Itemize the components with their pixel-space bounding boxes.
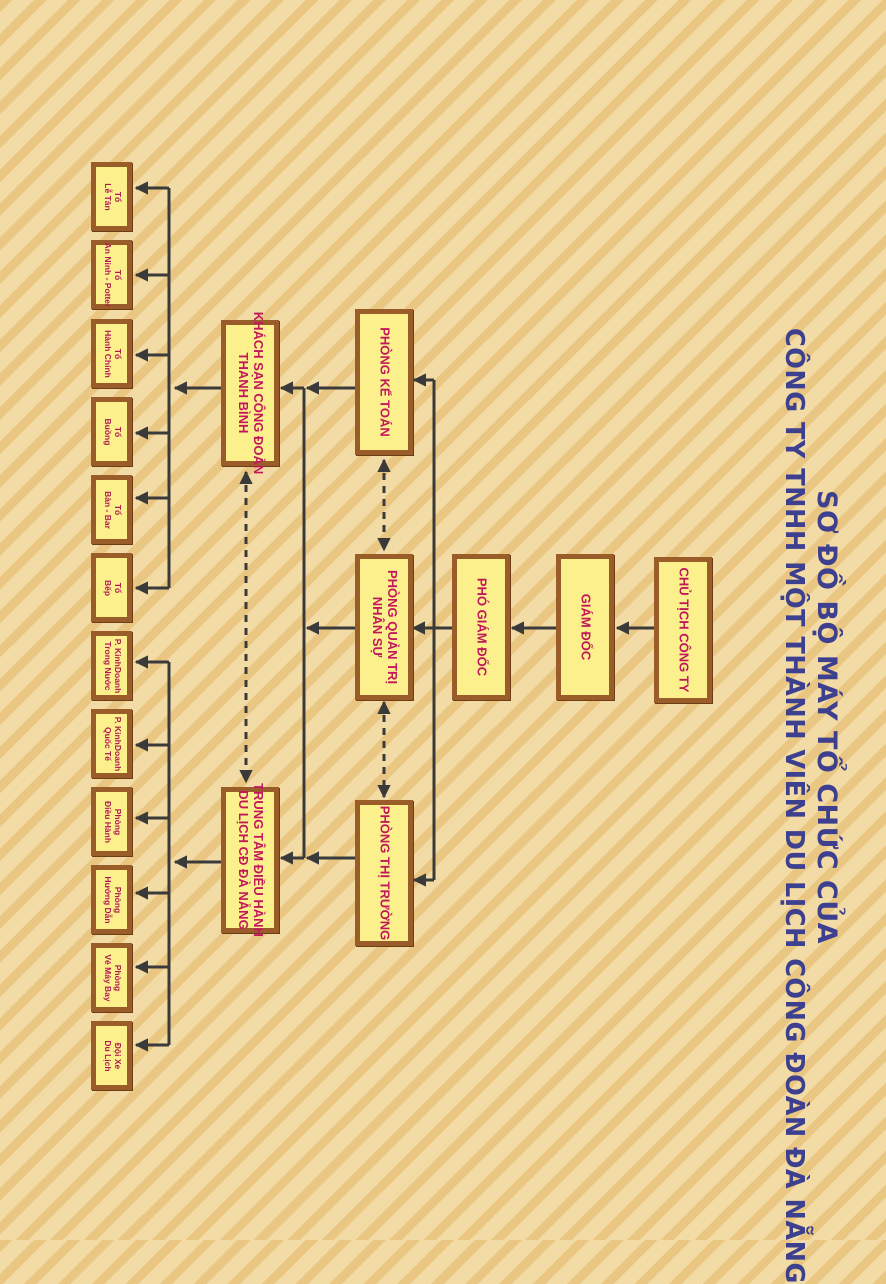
node-giam-doc-label: GIÁM ĐỐC	[578, 593, 594, 661]
node-to-bep-label: Tổ Bếp	[102, 579, 123, 596]
node-to-buong: Tổ Buồng	[91, 397, 132, 466]
title-line-2: CÔNG TY TNHH MỘT THÀNH VIÊN DU LỊCH CÔNG…	[779, 328, 809, 1284]
node-to-bep: Tổ Bếp	[91, 553, 132, 622]
node-phong-dieu-hanh: Phòng Điều Hành	[91, 787, 132, 856]
node-phong-ve-may-bay: Phòng Vé Máy Bay	[91, 943, 132, 1012]
node-to-le-tan: Tổ Lễ Tân	[91, 162, 132, 231]
node-phong-thi-truong: PHÒNG THỊ TRƯỜNG	[355, 800, 413, 946]
node-trung-tam-label: TRUNG TÂM ĐIỀU HÀNH DU LỊCH CĐ ĐÀ NẴNG	[236, 783, 266, 937]
node-trung-tam-dieu-hanh: TRUNG TÂM ĐIỀU HÀNH DU LỊCH CĐ ĐÀ NẴNG	[221, 783, 279, 937]
node-chu-tich-label: CHỦ TỊCH CÔNG TY	[676, 567, 692, 693]
node-doi-xe-du-lich: Đội Xe Du Lịch	[91, 1021, 132, 1090]
node-khach-san-cong-doan: KHÁCH SẠN CÔNG ĐOÀN THANH BÌNH	[221, 312, 279, 474]
node-to-le-tan-label: Tổ Lễ Tân	[102, 182, 123, 211]
node-to-buong-label: Tổ Buồng	[102, 418, 123, 445]
node-phong-huong-dan-label: Phòng Hướng Dẫn	[102, 875, 123, 924]
node-p-kd-trong-nuoc-label: P. KinhDoanh Trong Nước	[102, 638, 123, 693]
node-phong-dieu-hanh-label: Phòng Điều Hành	[102, 800, 123, 843]
org-chart-diagram	[134, 181, 656, 1052]
node-p-kinh-doanh-trong-nuoc: P. KinhDoanh Trong Nước	[91, 631, 132, 700]
node-chu-tich: CHỦ TỊCH CÔNG TY	[654, 557, 712, 703]
node-pho-giam-doc: PHÓ GIÁM ĐỐC	[452, 554, 510, 700]
node-doi-xe-label: Đội Xe Du Lịch	[102, 1039, 123, 1072]
node-phong-thi-truong-label: PHÒNG THỊ TRƯỜNG	[377, 805, 393, 941]
node-phong-ke-toan-label: PHÒNG KẾ TOÁN	[377, 327, 393, 437]
node-to-an-ninh-potter: Tổ An Ninh - Potter	[91, 240, 132, 309]
node-phong-quan-tri-nhan-su: PHÒNG QUẢN TRỊ NHÂN SỰ	[355, 554, 413, 700]
node-to-hanh-chinh: Tổ Hành Chính	[91, 319, 132, 388]
node-to-hanh-chinh-label: Tổ Hành Chính	[102, 329, 123, 378]
node-giam-doc: GIÁM ĐỐC	[556, 554, 614, 700]
node-to-ban-bar-label: Tổ Bàn - Bar	[102, 490, 123, 529]
node-to-ban-bar: Tổ Bàn - Bar	[91, 475, 132, 544]
title-line-1: SƠ ĐỒ BỘ MÁY TỔ CHỨC CỦA	[811, 490, 842, 945]
node-phong-quan-tri-label: PHÒNG QUẢN TRỊ NHÂN SỰ	[370, 569, 400, 685]
node-khach-san-label: KHÁCH SẠN CÔNG ĐOÀN THANH BÌNH	[236, 311, 266, 475]
node-phong-ve-may-bay-label: Phòng Vé Máy Bay	[102, 953, 123, 1002]
node-phong-ke-toan: PHÒNG KẾ TOÁN	[355, 309, 413, 455]
node-p-kinh-doanh-quoc-te: P. KinhDoanh Quốc Tế	[91, 709, 132, 778]
node-pho-giam-doc-label: PHÓ GIÁM ĐỐC	[474, 577, 490, 677]
node-phong-huong-dan: Phòng Hướng Dẫn	[91, 865, 132, 934]
node-to-an-ninh-label: Tổ An Ninh - Potter	[102, 242, 123, 307]
node-p-kd-quoc-te-label: P. KinhDoanh Quốc Tế	[102, 716, 123, 771]
